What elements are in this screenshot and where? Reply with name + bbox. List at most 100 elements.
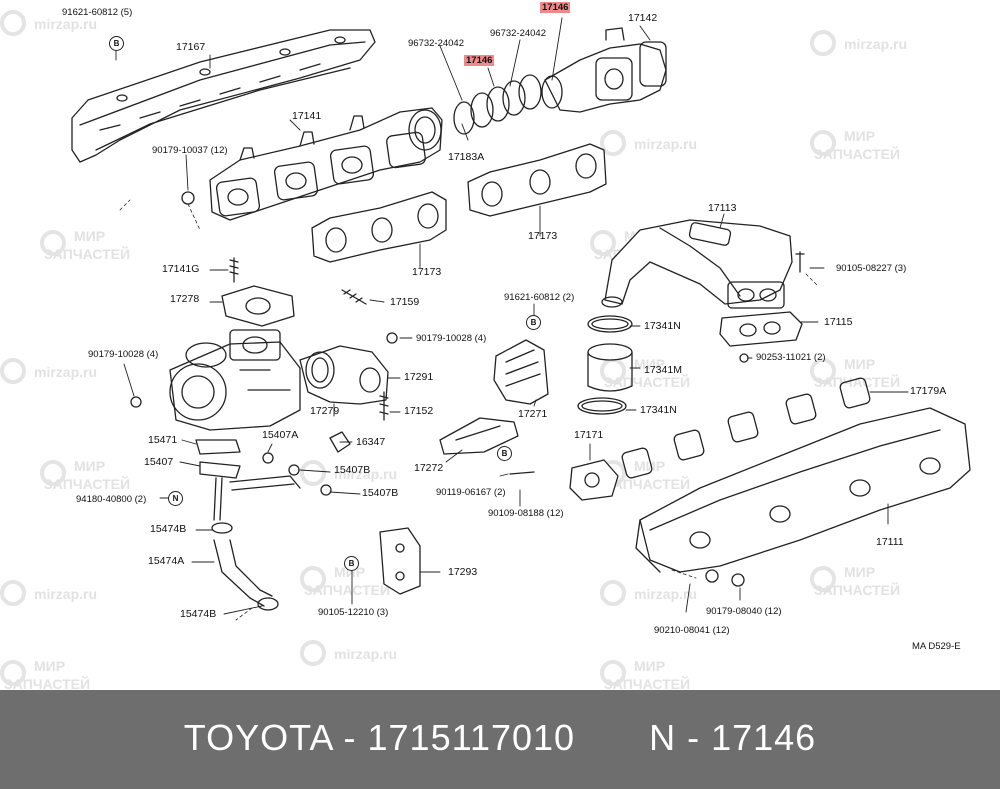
part-label-17115: 17115 bbox=[824, 316, 853, 328]
part-label-15407: 15407 bbox=[144, 456, 174, 468]
watermark-text: МИР bbox=[844, 356, 876, 372]
part-label-17141: 17141 bbox=[292, 110, 322, 122]
watermark-url: mirzap.ru bbox=[34, 586, 98, 602]
watermark-text: ЗАПЧАСТЕЙ bbox=[4, 676, 91, 692]
watermark-logo-icon bbox=[810, 30, 836, 56]
part-label-17113: 17113 bbox=[708, 202, 737, 214]
part-label-17171: 17171 bbox=[574, 429, 604, 441]
watermark-text: МИР bbox=[844, 564, 876, 580]
watermark-text: МИР bbox=[74, 458, 106, 474]
oil-pipe bbox=[195, 439, 301, 521]
footer-separator: - bbox=[343, 717, 368, 758]
footer-part-number: 1715117010 bbox=[367, 717, 576, 758]
heat-insulator-17167 bbox=[71, 29, 376, 163]
watermark-url: mirzap.ru bbox=[334, 646, 398, 662]
watermark-text: ЗАПЧАСТЕЙ bbox=[44, 246, 131, 262]
watermark-logo-icon bbox=[810, 566, 836, 592]
part-label-17142: 17142 bbox=[628, 12, 658, 24]
watermark-url: mirzap.ru bbox=[634, 136, 698, 152]
part-label-15407B-a: 15407B bbox=[334, 464, 371, 476]
part-label-90179-10037: 90179-10037 (12) bbox=[152, 145, 228, 156]
dashed-leaders bbox=[119, 199, 819, 621]
part-label-15474B-b: 15474B bbox=[180, 608, 217, 620]
badge-b: B bbox=[526, 315, 541, 330]
watermark-text: МИР bbox=[844, 128, 876, 144]
watermark-logo-icon bbox=[0, 10, 26, 36]
part-label-90179-10028-4b: 90179-10028 (4) bbox=[416, 333, 487, 344]
part-label-17146-top: 17146 bbox=[540, 2, 571, 13]
intake-manifold-17111 bbox=[635, 407, 971, 573]
gasket-17115 bbox=[719, 311, 803, 347]
part-label-90119-06167: 90119-06167 (2) bbox=[436, 487, 506, 498]
intake-pipe-17113 bbox=[601, 219, 793, 309]
part-label-96732-24042-a: 96732-24042 bbox=[408, 38, 464, 49]
part-label-17173-a: 17173 bbox=[412, 266, 442, 278]
part-label-15474B-a: 15474B bbox=[150, 523, 187, 535]
watermark-text: МИР bbox=[634, 658, 666, 674]
diagram-code: MA D529-E bbox=[912, 641, 961, 652]
watermark-logo-icon bbox=[590, 230, 616, 256]
part-label-15407B-b: 15407B bbox=[362, 487, 399, 499]
footer-brand: TOYOTA bbox=[183, 717, 333, 758]
part-label-17279: 17279 bbox=[310, 405, 340, 417]
gasket-17173-right bbox=[467, 143, 607, 217]
part-label-90253-11021: 90253-11021 (2) bbox=[756, 352, 826, 363]
turbocharger bbox=[169, 329, 301, 431]
part-label-17293: 17293 bbox=[448, 566, 478, 578]
badge-b: B bbox=[497, 446, 512, 461]
part-label-17179A: 17179A bbox=[910, 385, 947, 397]
gasket-17171 bbox=[569, 459, 619, 501]
watermark-logo-icon bbox=[810, 358, 836, 384]
part-label-17272: 17272 bbox=[414, 462, 444, 474]
watermark-text: ЗАПЧАСТЕЙ bbox=[44, 476, 131, 492]
stud-17159 bbox=[341, 289, 367, 305]
stay-17293 bbox=[379, 527, 421, 595]
part-label-17291: 17291 bbox=[404, 371, 434, 383]
watermark-url: mirzap.ru bbox=[34, 16, 98, 32]
footer-ref: N - 17146 bbox=[649, 717, 817, 758]
part-label-16347: 16347 bbox=[356, 436, 386, 448]
part-label-90210-08041: 90210-08041 (12) bbox=[654, 625, 730, 636]
footer-title: TOYOTA - 1715117010 N - 17146 bbox=[0, 718, 1000, 758]
stud-17152 bbox=[379, 391, 389, 421]
part-label-17141G: 17141G bbox=[162, 263, 200, 275]
watermark-logo-icon bbox=[600, 660, 626, 686]
watermark-url: mirzap.ru bbox=[844, 36, 908, 52]
watermark-logo-icon bbox=[300, 640, 326, 666]
part-label-91621-60812-5: 91621-60812 (5) bbox=[62, 7, 133, 18]
watermark-logo-icon bbox=[40, 230, 66, 256]
part-label-90109-08188: 90109-08188 (12) bbox=[488, 508, 564, 519]
watermark-text: ЗАПЧАСТЕЙ bbox=[814, 146, 901, 162]
small-fasteners bbox=[130, 191, 805, 587]
watermark-text: ЗАПЧАСТЕЙ bbox=[604, 374, 691, 390]
watermark-logo-icon bbox=[300, 566, 326, 592]
part-label-96732-24042-b: 96732-24042 bbox=[490, 28, 546, 39]
part-label-90179-10028-4a: 90179-10028 (4) bbox=[88, 349, 159, 360]
watermark-url: mirzap.ru bbox=[34, 364, 98, 380]
part-label-17341N-b: 17341N bbox=[640, 404, 677, 416]
footer-bar: TOYOTA - 1715117010 N - 17146 bbox=[0, 690, 1000, 789]
watermark-text: ЗАПЧАСТЕЙ bbox=[604, 476, 691, 492]
part-label-17271: 17271 bbox=[518, 408, 548, 420]
watermark-logo-icon bbox=[0, 660, 26, 686]
part-label-94180-40800: 94180-40800 (2) bbox=[76, 494, 147, 505]
rings-17146 bbox=[453, 74, 542, 135]
gasket-17278 bbox=[221, 285, 295, 327]
exhaust-pipe-17142 bbox=[541, 27, 667, 113]
part-label-17159: 17159 bbox=[390, 296, 420, 308]
exhaust-manifold-17141 bbox=[209, 107, 443, 221]
part-label-17341M: 17341M bbox=[644, 364, 682, 376]
watermark-url: mirzap.ru bbox=[334, 466, 398, 482]
part-label-90179-08040: 90179-08040 (12) bbox=[706, 606, 782, 617]
bracket-17272 bbox=[439, 417, 519, 455]
part-label-17146-mid: 17146 bbox=[464, 55, 495, 66]
part-label-17183A: 17183A bbox=[448, 151, 485, 163]
watermark-text: ЗАПЧАСТЕЙ bbox=[814, 374, 901, 390]
watermark-text: ЗАПЧАСТЕЙ bbox=[304, 582, 391, 598]
badge-b: B bbox=[344, 556, 359, 571]
part-label-17173-b: 17173 bbox=[528, 230, 558, 242]
watermark-logo-icon bbox=[0, 580, 26, 606]
part-label-17278: 17278 bbox=[170, 293, 200, 305]
watermark-logo-icon bbox=[810, 130, 836, 156]
